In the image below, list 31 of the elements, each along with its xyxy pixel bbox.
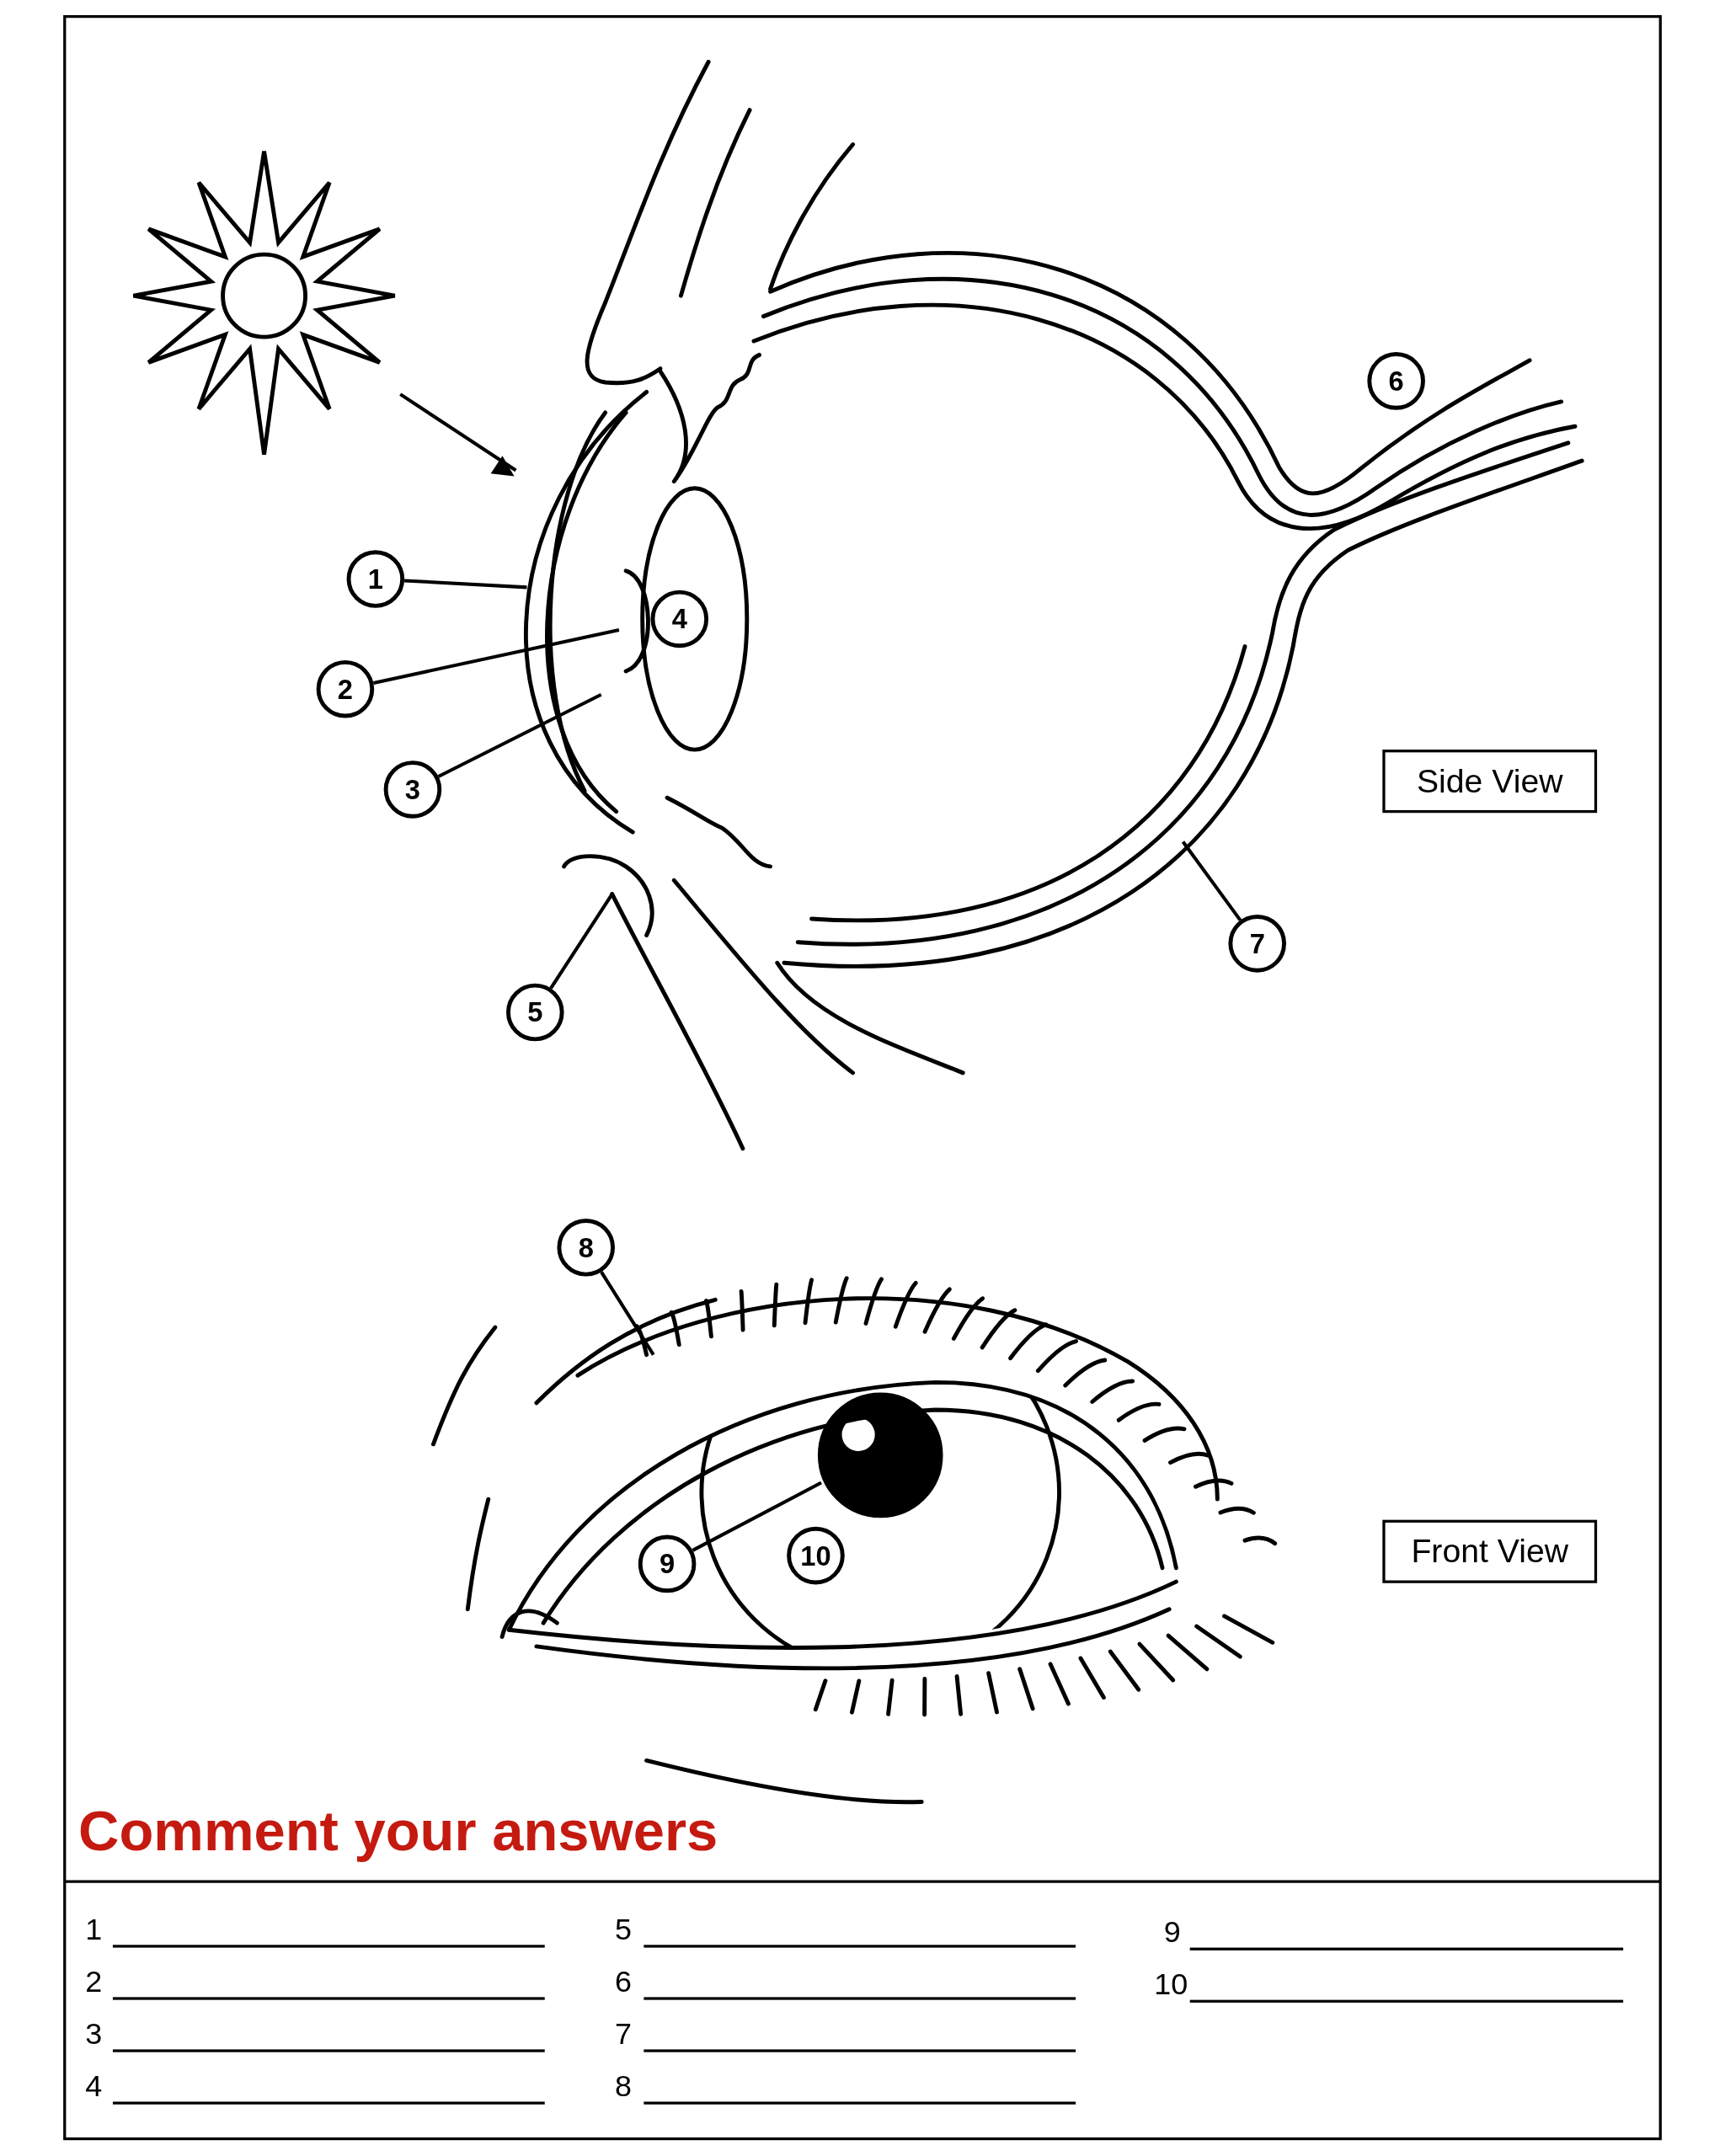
answer-number: 7: [615, 2016, 633, 2052]
callout-number: 8: [557, 1219, 616, 1277]
answer-number: 8: [615, 2068, 633, 2105]
view-label: Side View: [1382, 750, 1598, 814]
answer-number: 9: [1163, 1914, 1181, 1951]
leader-line: [1181, 841, 1242, 921]
callout-number: 1: [346, 550, 405, 608]
answer-number: 6: [615, 1964, 633, 2000]
arrow: [399, 392, 517, 477]
view-label: Front View: [1382, 1519, 1598, 1583]
leader-line: [692, 1481, 822, 1552]
callout-number: 7: [1228, 915, 1286, 973]
leader-line: [437, 692, 602, 778]
callout-number: 4: [650, 590, 709, 648]
heading: Comment your answers: [78, 1799, 718, 1864]
callout-number: 10: [787, 1526, 845, 1585]
answer-number: 10: [1154, 1967, 1188, 2003]
answer-number: 5: [615, 1912, 633, 1948]
answer-number: 1: [85, 1912, 103, 1948]
leader-line: [549, 893, 614, 990]
callout-number: 6: [1367, 352, 1425, 410]
answer-number: 4: [85, 2068, 103, 2105]
leader-line: [373, 628, 620, 685]
answer-number: 2: [85, 1964, 103, 2000]
leader-line: [404, 579, 527, 590]
callout-number: 5: [506, 983, 564, 1042]
answer-number: 3: [85, 2016, 103, 2052]
callout-number: 3: [383, 760, 442, 819]
callout-number: 9: [638, 1534, 697, 1593]
leader-line: [600, 1271, 655, 1356]
callout-number: 2: [316, 659, 375, 718]
